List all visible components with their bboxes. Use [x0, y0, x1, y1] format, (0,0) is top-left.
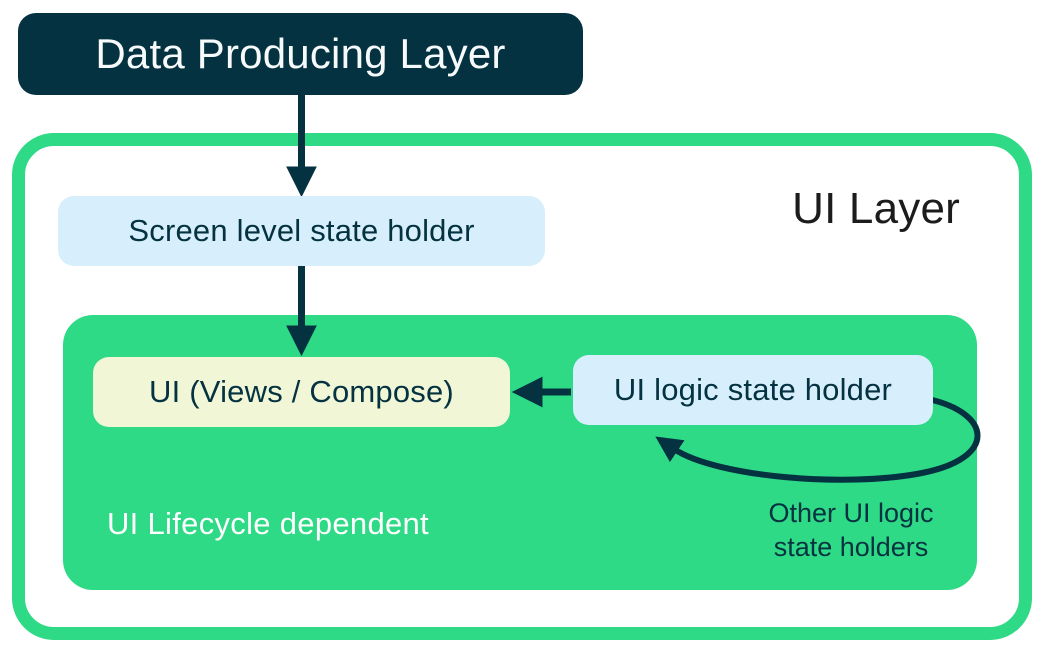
arrow-other-holders-loop-icon — [655, 396, 981, 483]
ui-logic-state-holder-box: UI logic state holder — [573, 355, 933, 425]
screen-level-state-holder-box: Screen level state holder — [58, 196, 545, 266]
screen-level-state-holder-label: Screen level state holder — [128, 213, 475, 248]
data-producing-layer-label: Data Producing Layer — [95, 30, 506, 77]
ui-layer-title: UI Layer — [792, 184, 960, 233]
other-ui-logic-note-line2: state holders — [773, 532, 929, 562]
other-ui-logic-note: Other UI logic state holders — [745, 496, 957, 564]
ui-views-compose-box: UI (Views / Compose) — [93, 357, 510, 427]
ui-lifecycle-caption: UI Lifecycle dependent — [107, 506, 429, 541]
ui-logic-state-holder-label: UI logic state holder — [613, 372, 893, 407]
data-producing-layer-box: Data Producing Layer — [18, 13, 583, 95]
other-ui-logic-note-line1: Other UI logic — [768, 498, 934, 528]
ui-views-compose-label: UI (Views / Compose) — [149, 374, 454, 409]
